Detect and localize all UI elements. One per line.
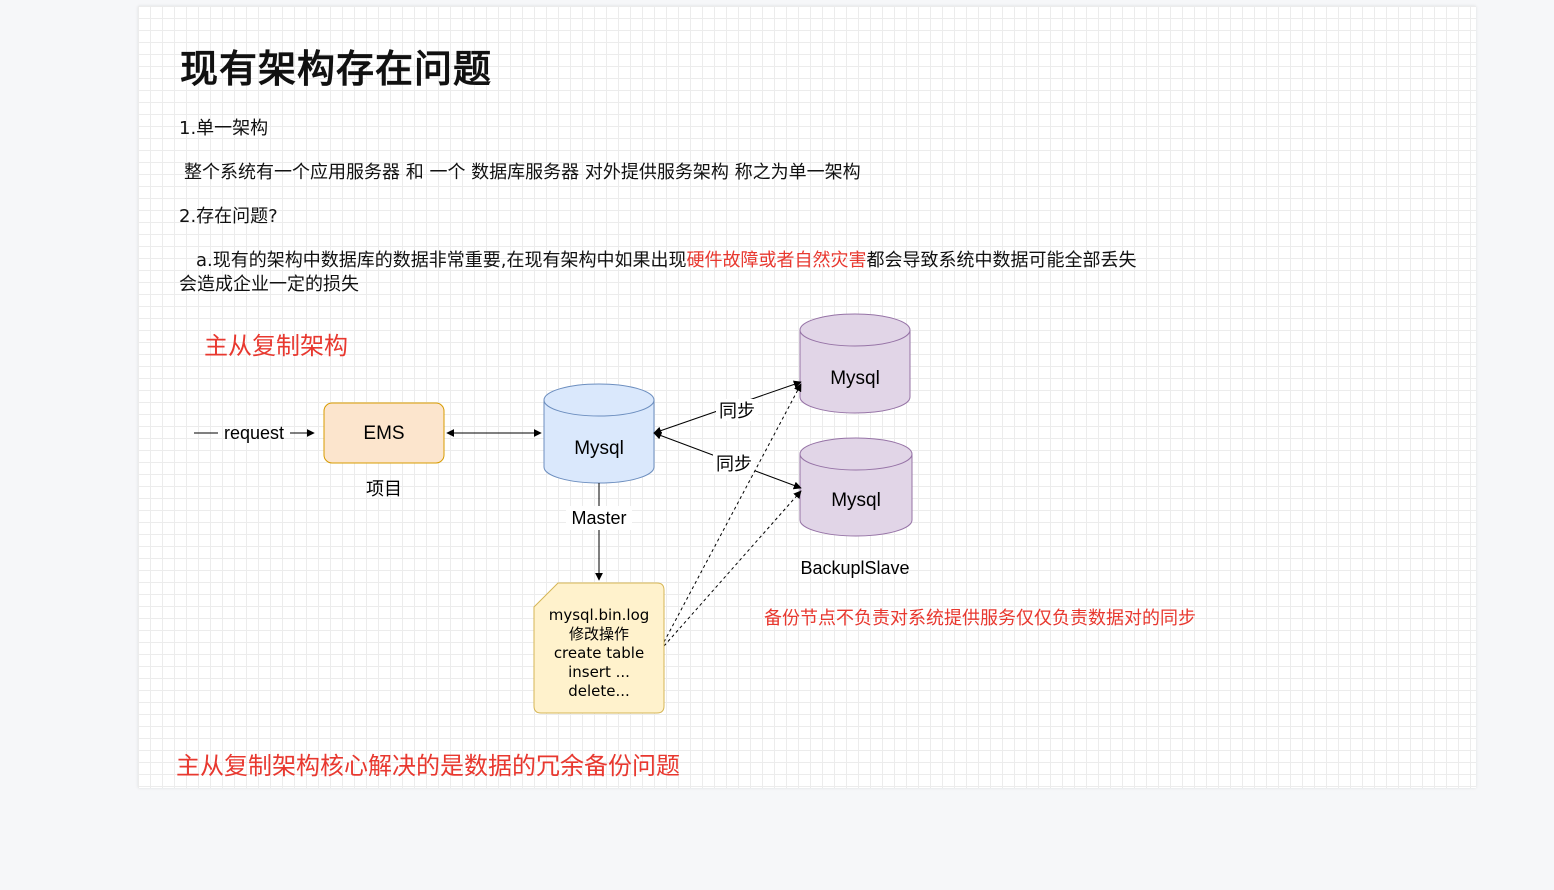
conclusion-text: 主从复制架构核心解决的是数据的冗余备份问题: [176, 752, 680, 780]
document-page: 现有架构存在问题 1.单一架构 整个系统有一个应用服务器 和 一个 数据库服务器…: [138, 6, 1476, 788]
slave2-db-cylinder: [799, 437, 913, 537]
ems-caption: 项目: [366, 479, 402, 499]
master-db-label: Mysql: [574, 438, 624, 459]
section1-heading: 1.单一架构: [179, 118, 269, 139]
binlog-line: insert ...: [568, 663, 630, 681]
binlog-line: create table: [554, 644, 644, 662]
section1-body: 整个系统有一个应用服务器 和 一个 数据库服务器 对外提供服务架构 称之为单一架…: [184, 162, 861, 183]
master-db-cylinder: [543, 383, 655, 484]
architecture-diagram: request EMS 项目 Mysql Master Mysql Mysql: [194, 313, 1196, 714]
line1-suffix: 都会导致系统中数据可能全部丢失: [866, 250, 1137, 271]
slave1-db-label: Mysql: [830, 368, 880, 389]
section2-heading: 2.存在问题?: [179, 206, 278, 227]
sync-label-1-bg: [716, 399, 758, 421]
sync-label-2: 同步: [716, 454, 752, 474]
slave-note: 备份节点不负责对系统提供服务仅仅负责数据对的同步: [764, 608, 1196, 629]
sync-label-2-bg: [713, 452, 755, 474]
master-caption: Master: [571, 508, 626, 528]
ems-box: [323, 402, 445, 464]
diagram-title: 主从复制架构: [204, 332, 348, 360]
log-slave2-dotted-arrow: [663, 490, 802, 647]
binlog-line: mysql.bin.log: [549, 606, 650, 624]
section2-line2: 会造成企业一定的损失: [179, 274, 359, 295]
binlog-line: 修改操作: [569, 625, 629, 643]
section2-line1: a.现有的架构中数据库的数据非常重要,在现有架构中如果出现硬件故障或者自然灾害都…: [196, 246, 1136, 272]
line1-prefix: a.现有的架构中数据库的数据非常重要,在现有架构中如果出现: [196, 250, 687, 271]
ems-label: EMS: [363, 423, 404, 444]
sync-label-1: 同步: [719, 401, 755, 421]
line1-highlight: 硬件故障或者自然灾害: [686, 250, 867, 271]
slave2-db-label: Mysql: [831, 490, 881, 511]
master-caption-bg: [566, 506, 632, 530]
slave1-db-cylinder: [799, 313, 911, 414]
binlog-line: delete...: [568, 682, 630, 700]
slave-caption: BackuplSlave: [800, 558, 909, 578]
binlog-card: [533, 582, 665, 714]
log-slave1-dotted-arrow: [663, 383, 802, 643]
request-label: request: [224, 423, 284, 443]
page-title: 现有架构存在问题: [180, 47, 493, 91]
